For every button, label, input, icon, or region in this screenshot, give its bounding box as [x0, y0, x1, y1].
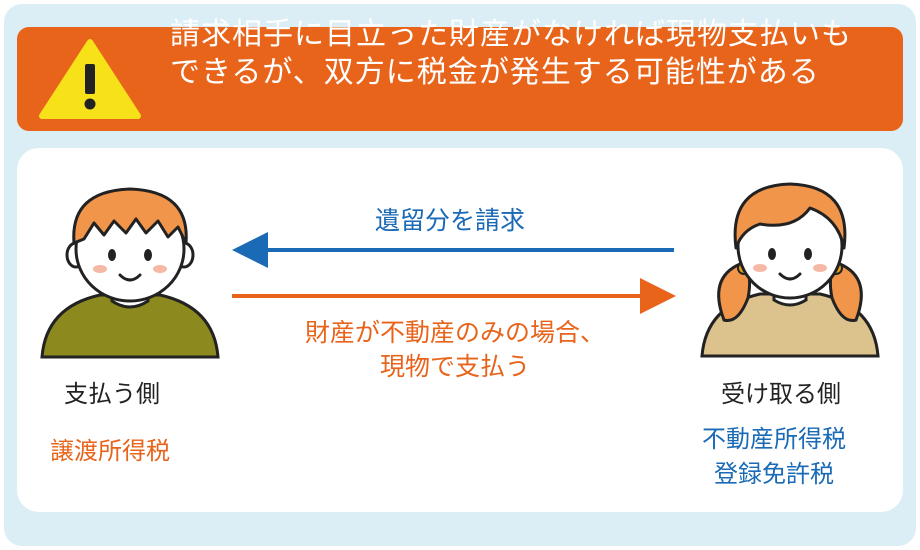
warning-text: 請求相手に目立った財産がなければ現物支払いも できるが、双方に税金が発生する可能… — [170, 16, 870, 92]
request-arrow-label: 遺留分を請求 — [374, 206, 525, 235]
payer-avatar — [40, 187, 220, 359]
payer-tax: 譲渡所得税 — [50, 437, 170, 465]
receiver-tax-1: 不動産所得税 — [702, 425, 846, 453]
request-arrow — [232, 232, 674, 268]
warning-text-line2: できるが、双方に税金が発生する可能性がある — [170, 55, 820, 90]
warning-text-line1: 請求相手に目立った財産がなければ現物支払いも — [170, 17, 852, 52]
receiver-tax-2: 登録免許税 — [714, 460, 834, 488]
warning-icon — [39, 39, 141, 119]
payer-label: 支払う側 — [64, 380, 160, 408]
payment-arrow-label-line1: 財産が不動産のみの場合、 — [304, 318, 605, 347]
payment-arrow — [232, 278, 676, 314]
payment-arrow-label: 財産が不動産のみの場合、 現物で支払う — [270, 316, 640, 384]
receiver-avatar — [700, 182, 880, 358]
warning-banner — [17, 27, 903, 131]
payment-arrow-label-line2: 現物で支払う — [379, 352, 530, 381]
receiver-label: 受け取る側 — [721, 380, 841, 408]
